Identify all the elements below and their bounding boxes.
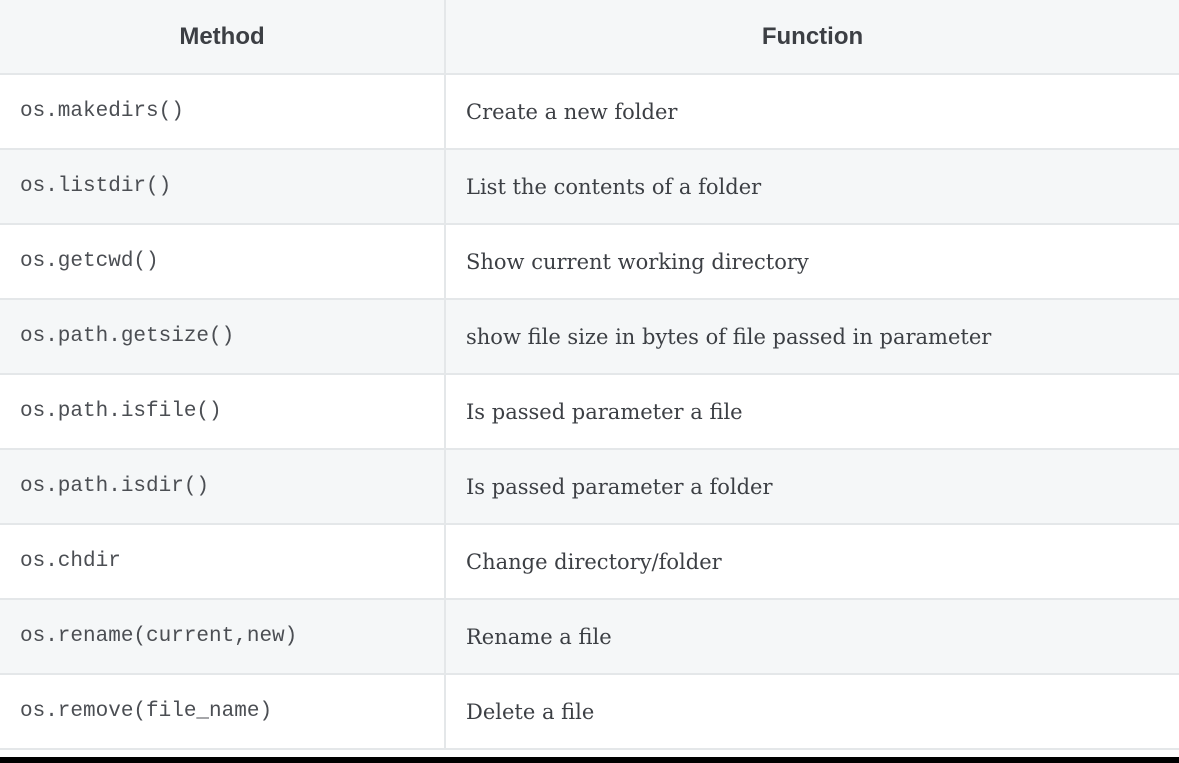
function-cell: Change directory/folder — [444, 524, 1179, 600]
table-row: os.remove(file_name) Delete a file — [0, 674, 1179, 750]
table-row: os.chdir Change directory/folder — [0, 524, 1179, 600]
function-cell: Rename a file — [444, 599, 1179, 675]
table-row: os.listdir() List the contents of a fold… — [0, 149, 1179, 225]
table-row: os.rename(current,new) Rename a file — [0, 599, 1179, 675]
column-header-function: Function — [444, 0, 1179, 75]
method-cell: os.path.getsize() — [0, 299, 445, 375]
table-row: os.path.getsize() show file size in byte… — [0, 299, 1179, 375]
method-cell: os.makedirs() — [0, 74, 445, 150]
table-row: os.path.isdir() Is passed parameter a fo… — [0, 449, 1179, 525]
method-cell: os.path.isfile() — [0, 374, 445, 450]
function-cell: Show current working directory — [444, 224, 1179, 300]
function-cell: Create a new folder — [444, 74, 1179, 150]
function-cell: Is passed parameter a folder — [444, 449, 1179, 525]
method-cell: os.path.isdir() — [0, 449, 445, 525]
method-cell: os.getcwd() — [0, 224, 445, 300]
column-header-method: Method — [0, 0, 445, 75]
table-row: os.makedirs() Create a new folder — [0, 74, 1179, 150]
function-cell: Is passed parameter a file — [444, 374, 1179, 450]
function-cell: List the contents of a folder — [444, 149, 1179, 225]
method-cell: os.chdir — [0, 524, 445, 600]
function-cell: Delete a file — [444, 674, 1179, 750]
table-header-row: Method Function — [0, 0, 1179, 75]
table-row: os.path.isfile() Is passed parameter a f… — [0, 374, 1179, 450]
method-cell: os.remove(file_name) — [0, 674, 445, 750]
bottom-divider-bar — [0, 757, 1179, 763]
method-cell: os.listdir() — [0, 149, 445, 225]
function-cell: show file size in bytes of file passed i… — [444, 299, 1179, 375]
table-row: os.getcwd() Show current working directo… — [0, 224, 1179, 300]
method-cell: os.rename(current,new) — [0, 599, 445, 675]
